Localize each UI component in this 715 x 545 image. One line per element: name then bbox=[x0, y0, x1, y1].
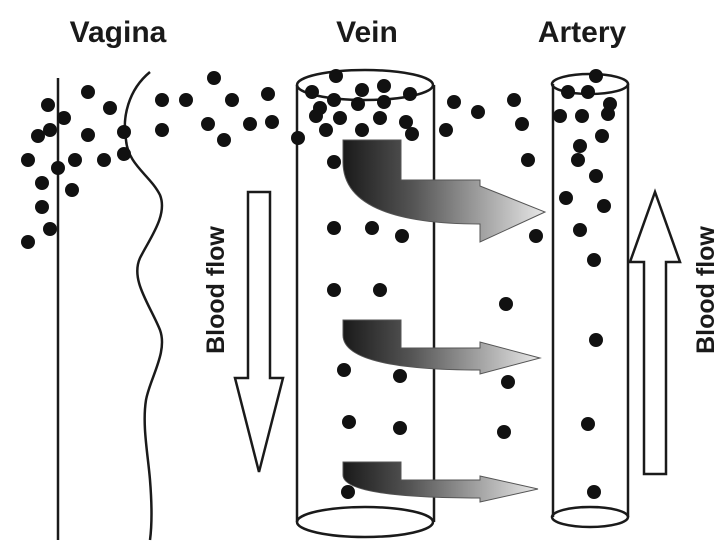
molecule-dot bbox=[395, 229, 409, 243]
molecule-dot bbox=[589, 169, 603, 183]
molecule-dot bbox=[327, 155, 341, 169]
molecule-dot bbox=[217, 133, 231, 147]
molecule-dot bbox=[399, 115, 413, 129]
molecule-dot bbox=[155, 93, 169, 107]
molecule-dot bbox=[587, 485, 601, 499]
molecule-dot bbox=[355, 123, 369, 137]
molecule-dot bbox=[291, 131, 305, 145]
molecule-dot bbox=[333, 111, 347, 125]
molecule-dot bbox=[601, 107, 615, 121]
molecule-dot bbox=[529, 229, 543, 243]
molecule-dot bbox=[553, 109, 567, 123]
molecule-dot bbox=[365, 221, 379, 235]
molecule-dot bbox=[103, 101, 117, 115]
molecule-dot bbox=[471, 105, 485, 119]
shunt-arrow-middle bbox=[343, 320, 540, 374]
molecule-dot bbox=[319, 123, 333, 137]
molecule-dot bbox=[81, 128, 95, 142]
molecule-dot bbox=[571, 153, 585, 167]
blood-flow-up-arrow bbox=[630, 192, 680, 474]
molecule-dot bbox=[521, 153, 535, 167]
molecule-dot bbox=[35, 200, 49, 214]
molecule-dot bbox=[43, 222, 57, 236]
molecule-dot bbox=[589, 69, 603, 83]
molecule-dot bbox=[207, 71, 221, 85]
molecule-dot bbox=[595, 129, 609, 143]
molecule-dot bbox=[51, 161, 65, 175]
molecule-dot bbox=[327, 221, 341, 235]
title-artery: Artery bbox=[538, 16, 627, 49]
molecule-dot bbox=[373, 111, 387, 125]
molecule-dot bbox=[243, 117, 257, 131]
shunt-arrow-bottom bbox=[343, 462, 538, 502]
molecule-dot bbox=[65, 183, 79, 197]
molecule-dot bbox=[393, 369, 407, 383]
molecule-dot bbox=[405, 127, 419, 141]
molecule-dot bbox=[561, 85, 575, 99]
molecule-dot bbox=[351, 97, 365, 111]
molecule-dot bbox=[81, 85, 95, 99]
vein-bottom-opening bbox=[297, 507, 433, 537]
molecule-dot bbox=[97, 153, 111, 167]
molecule-dot bbox=[179, 93, 193, 107]
molecule-dot bbox=[327, 283, 341, 297]
molecule-dot bbox=[597, 199, 611, 213]
molecule-dot bbox=[581, 417, 595, 431]
blood-flow-label-right: Blood flow bbox=[692, 226, 715, 354]
molecule-dot bbox=[373, 283, 387, 297]
molecule-dot bbox=[587, 253, 601, 267]
artery-cylinder bbox=[552, 74, 628, 527]
molecule-dot bbox=[355, 83, 369, 97]
molecule-dot bbox=[377, 95, 391, 109]
molecule-dot bbox=[329, 69, 343, 83]
molecule-dot bbox=[497, 425, 511, 439]
molecule-dot bbox=[403, 87, 417, 101]
molecule-dot bbox=[341, 485, 355, 499]
molecule-dot bbox=[515, 117, 529, 131]
molecule-dot bbox=[35, 176, 49, 190]
molecule-dot bbox=[305, 85, 319, 99]
molecule-dot bbox=[225, 93, 239, 107]
molecule-dot bbox=[573, 139, 587, 153]
molecule-dot bbox=[41, 98, 55, 112]
molecule-dot bbox=[447, 95, 461, 109]
molecule-dot bbox=[261, 87, 275, 101]
molecule-dot bbox=[21, 235, 35, 249]
molecule-dot bbox=[393, 421, 407, 435]
molecule-dot bbox=[21, 153, 35, 167]
title-vein: Vein bbox=[336, 16, 398, 49]
molecule-dot bbox=[31, 129, 45, 143]
vaginal-wall-outer-line bbox=[125, 72, 162, 540]
molecule-dot bbox=[573, 223, 587, 237]
vaginal-wall bbox=[58, 72, 162, 540]
molecule-dot bbox=[117, 147, 131, 161]
molecule-dots bbox=[21, 69, 617, 499]
blood-flow-down-arrow bbox=[235, 192, 283, 472]
molecule-dot bbox=[559, 191, 573, 205]
molecule-dot bbox=[581, 85, 595, 99]
molecule-dot bbox=[117, 125, 131, 139]
molecule-dot bbox=[575, 109, 589, 123]
molecule-dot bbox=[201, 117, 215, 131]
molecule-dot bbox=[327, 93, 341, 107]
molecule-dot bbox=[439, 123, 453, 137]
molecule-dot bbox=[589, 333, 603, 347]
molecule-dot bbox=[309, 109, 323, 123]
molecule-dot bbox=[501, 375, 515, 389]
molecule-dot bbox=[265, 115, 279, 129]
artery-bottom-opening bbox=[552, 507, 628, 527]
molecule-dot bbox=[57, 111, 71, 125]
title-vagina: Vagina bbox=[70, 16, 167, 49]
molecule-dot bbox=[507, 93, 521, 107]
molecule-dot bbox=[68, 153, 82, 167]
molecule-dot bbox=[337, 363, 351, 377]
molecule-dot bbox=[377, 79, 391, 93]
molecule-dot bbox=[43, 123, 57, 137]
molecule-dot bbox=[499, 297, 513, 311]
molecule-dot bbox=[342, 415, 356, 429]
blood-flow-label-left: Blood flow bbox=[202, 226, 230, 354]
molecule-dot bbox=[155, 123, 169, 137]
